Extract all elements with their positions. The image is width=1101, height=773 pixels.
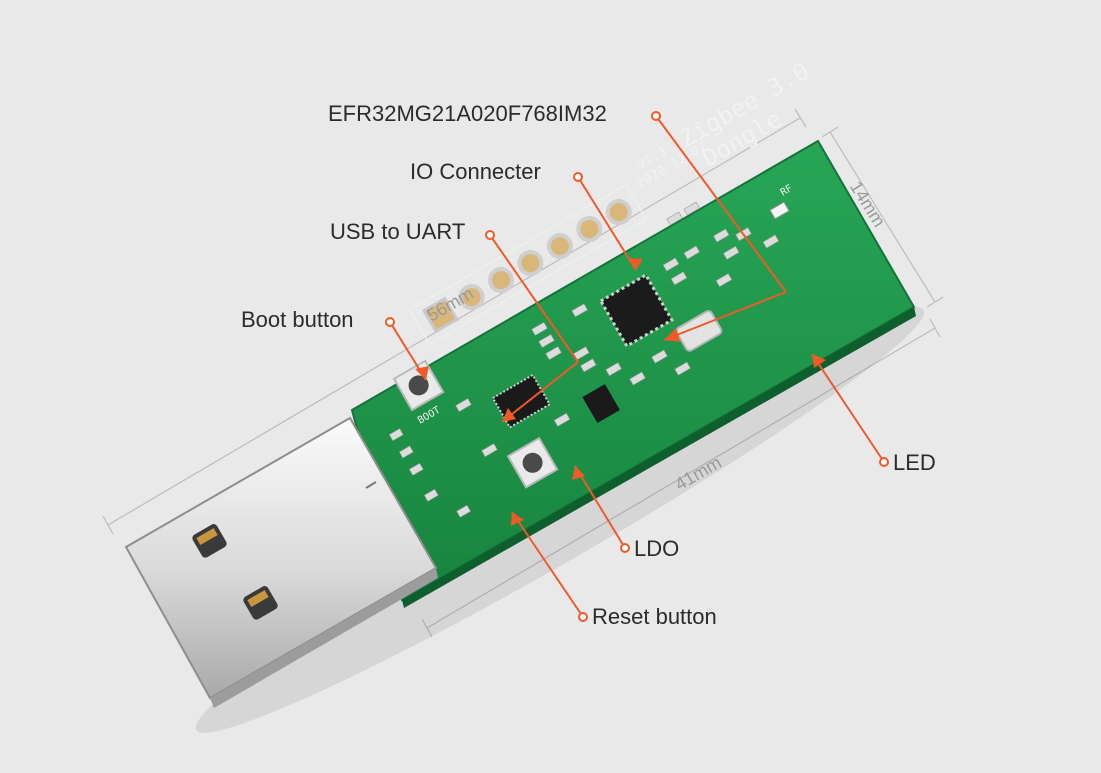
leader-led <box>811 353 885 463</box>
io-pin <box>458 284 485 311</box>
arrowhead <box>502 408 516 422</box>
led-component <box>769 201 790 220</box>
leader-arrowheads <box>415 258 826 526</box>
label-boot-button: Boot button <box>241 307 354 332</box>
leader-dot <box>620 543 630 553</box>
leader-dot <box>573 172 583 182</box>
leader-dot <box>578 612 588 622</box>
io-pin <box>488 267 515 294</box>
leader-reset <box>511 511 584 618</box>
arrowhead <box>628 258 643 270</box>
silk-rf: RF <box>779 183 795 199</box>
boot-button-cap <box>408 375 429 396</box>
label-ldo: LDO <box>634 536 680 561</box>
label-led: LED <box>893 450 936 475</box>
dim-tick <box>929 318 941 338</box>
leader-soc <box>663 291 787 341</box>
leader-dot <box>651 111 661 121</box>
io-pin-square <box>421 296 459 334</box>
usb-shell-edge <box>210 568 438 708</box>
io-connector-outline <box>408 183 648 346</box>
io-pin <box>546 233 573 260</box>
ldo-chip <box>582 384 620 424</box>
usb-contact-hole <box>243 586 278 620</box>
dim-tick <box>794 108 807 128</box>
io-pin <box>517 250 544 277</box>
arrowhead <box>415 366 429 380</box>
leader-io <box>577 176 637 271</box>
soc-chip <box>598 272 674 349</box>
leader-dot <box>879 457 889 467</box>
dim-tick <box>102 515 114 535</box>
leader-ldo <box>574 465 626 549</box>
dim-tick <box>926 296 944 308</box>
dim-line-14mm <box>829 131 936 303</box>
usb-contact-hole <box>192 524 227 558</box>
leader-dot <box>485 230 495 240</box>
dim-tick <box>821 126 839 138</box>
label-soc: EFR32MG21A020F768IM32 <box>328 101 607 126</box>
callout-leaders <box>385 111 889 622</box>
arrowhead <box>664 328 680 342</box>
arrowhead <box>511 512 524 526</box>
leader-soc <box>655 115 787 293</box>
usb-notch <box>365 481 377 489</box>
reset-button-cap <box>522 452 543 473</box>
label-io-connecter: IO Connecter <box>410 159 541 184</box>
arrowhead <box>572 466 585 480</box>
dim-tick <box>421 618 433 638</box>
label-usb-to-uart: USB to UART <box>330 219 466 244</box>
leader-dot <box>385 317 395 327</box>
arrowhead <box>812 354 826 368</box>
io-pin <box>576 216 603 243</box>
leader-usb <box>501 361 579 423</box>
usb-plug <box>124 416 438 708</box>
label-reset-button: Reset button <box>592 604 717 629</box>
dim-line-41mm <box>426 327 936 629</box>
leader-usb <box>489 234 579 363</box>
io-pin <box>605 199 632 226</box>
pcb-edge <box>402 307 916 608</box>
